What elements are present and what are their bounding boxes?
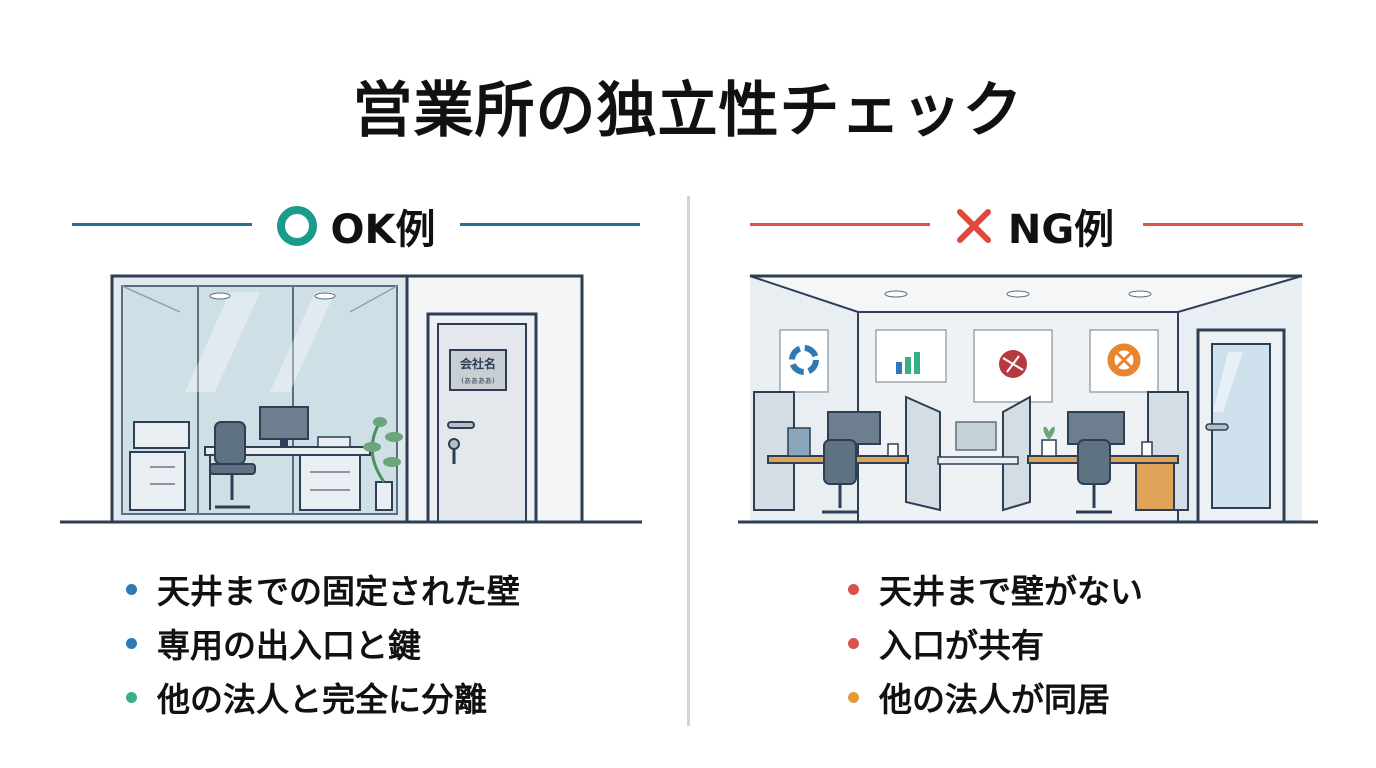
list-item: 天井までの固定された壁 (126, 562, 520, 616)
ng-heading-rule-right (1143, 223, 1303, 226)
company-logo-poster-4 (1089, 329, 1159, 393)
low-partition (1002, 395, 1031, 512)
locked-door: 会社名 (ああああ) (426, 312, 538, 524)
bullet-dot (848, 583, 859, 595)
center-divider (687, 196, 690, 726)
list-item: 専用の出入口と鍵 (126, 616, 520, 670)
company-name-plate (449, 349, 507, 391)
cross-mark-icon (956, 209, 991, 243)
ok-heading: OK例 (50, 190, 650, 260)
monitor-icon (259, 406, 309, 447)
bullet-text: 入口が共有 (879, 626, 1044, 665)
ok-heading-rule-left (72, 223, 252, 226)
bullet-dot (126, 691, 137, 703)
company-logo-poster-3 (973, 329, 1053, 403)
phone-icon (317, 436, 351, 448)
ng-heading: NG例 (728, 190, 1328, 260)
page-title: 営業所の独立性チェック (352, 76, 1024, 146)
ng-heading-rule-left (750, 223, 930, 226)
ng-heading-label: NG例 (928, 196, 1138, 256)
list-item: 天井まで壁がない (848, 562, 1143, 616)
bullet-text: 他の法人が同居 (879, 680, 1110, 719)
office-chair-icon (209, 421, 256, 509)
bullet-dot (848, 637, 859, 649)
office-chair-icon (1076, 439, 1112, 514)
door-handle-icon (1205, 423, 1229, 431)
bullet-dot (126, 637, 137, 649)
company-logo-poster-1 (779, 329, 829, 393)
ng-label: NG例 (1007, 207, 1115, 253)
door-sign-line1: 会社名 (460, 356, 496, 371)
plant-icon (363, 417, 403, 511)
copier-icon (129, 421, 190, 511)
low-partition (905, 395, 941, 512)
ok-heading-label: OK例 (250, 196, 460, 256)
bullet-dot (126, 583, 137, 595)
bullet-text: 天井まで壁がない (879, 572, 1143, 611)
ok-panel: OK例 (50, 190, 650, 750)
door-handle-icon (447, 421, 475, 429)
ng-bullet-list: 天井まで壁がない 入口が共有 他の法人が同居 (848, 562, 1143, 724)
ok-office-illustration: 会社名 (ああああ) (60, 274, 642, 524)
bullet-text: 天井までの固定された壁 (157, 572, 520, 611)
company-logo-poster-2 (875, 329, 947, 383)
shared-entrance-door (1196, 328, 1286, 524)
list-item: 他の法人が同居 (848, 670, 1143, 724)
circle-mark-icon (276, 206, 317, 246)
ng-panel: NG例 (728, 190, 1328, 750)
bullet-dot (848, 691, 859, 703)
ok-label: OK例 (330, 207, 436, 253)
ng-office-illustration (738, 274, 1318, 524)
key-lock-icon (448, 438, 460, 464)
bullet-text: 専用の出入口と鍵 (157, 626, 421, 665)
list-item: 入口が共有 (848, 616, 1143, 670)
ok-heading-rule-right (460, 223, 640, 226)
bullet-text: 他の法人と完全に分離 (157, 680, 487, 719)
office-chair-icon (822, 439, 858, 514)
list-item: 他の法人と完全に分離 (126, 670, 520, 724)
door-sign-line2: (ああああ) (461, 377, 495, 385)
ok-bullet-list: 天井までの固定された壁 専用の出入口と鍵 他の法人と完全に分離 (126, 562, 520, 724)
